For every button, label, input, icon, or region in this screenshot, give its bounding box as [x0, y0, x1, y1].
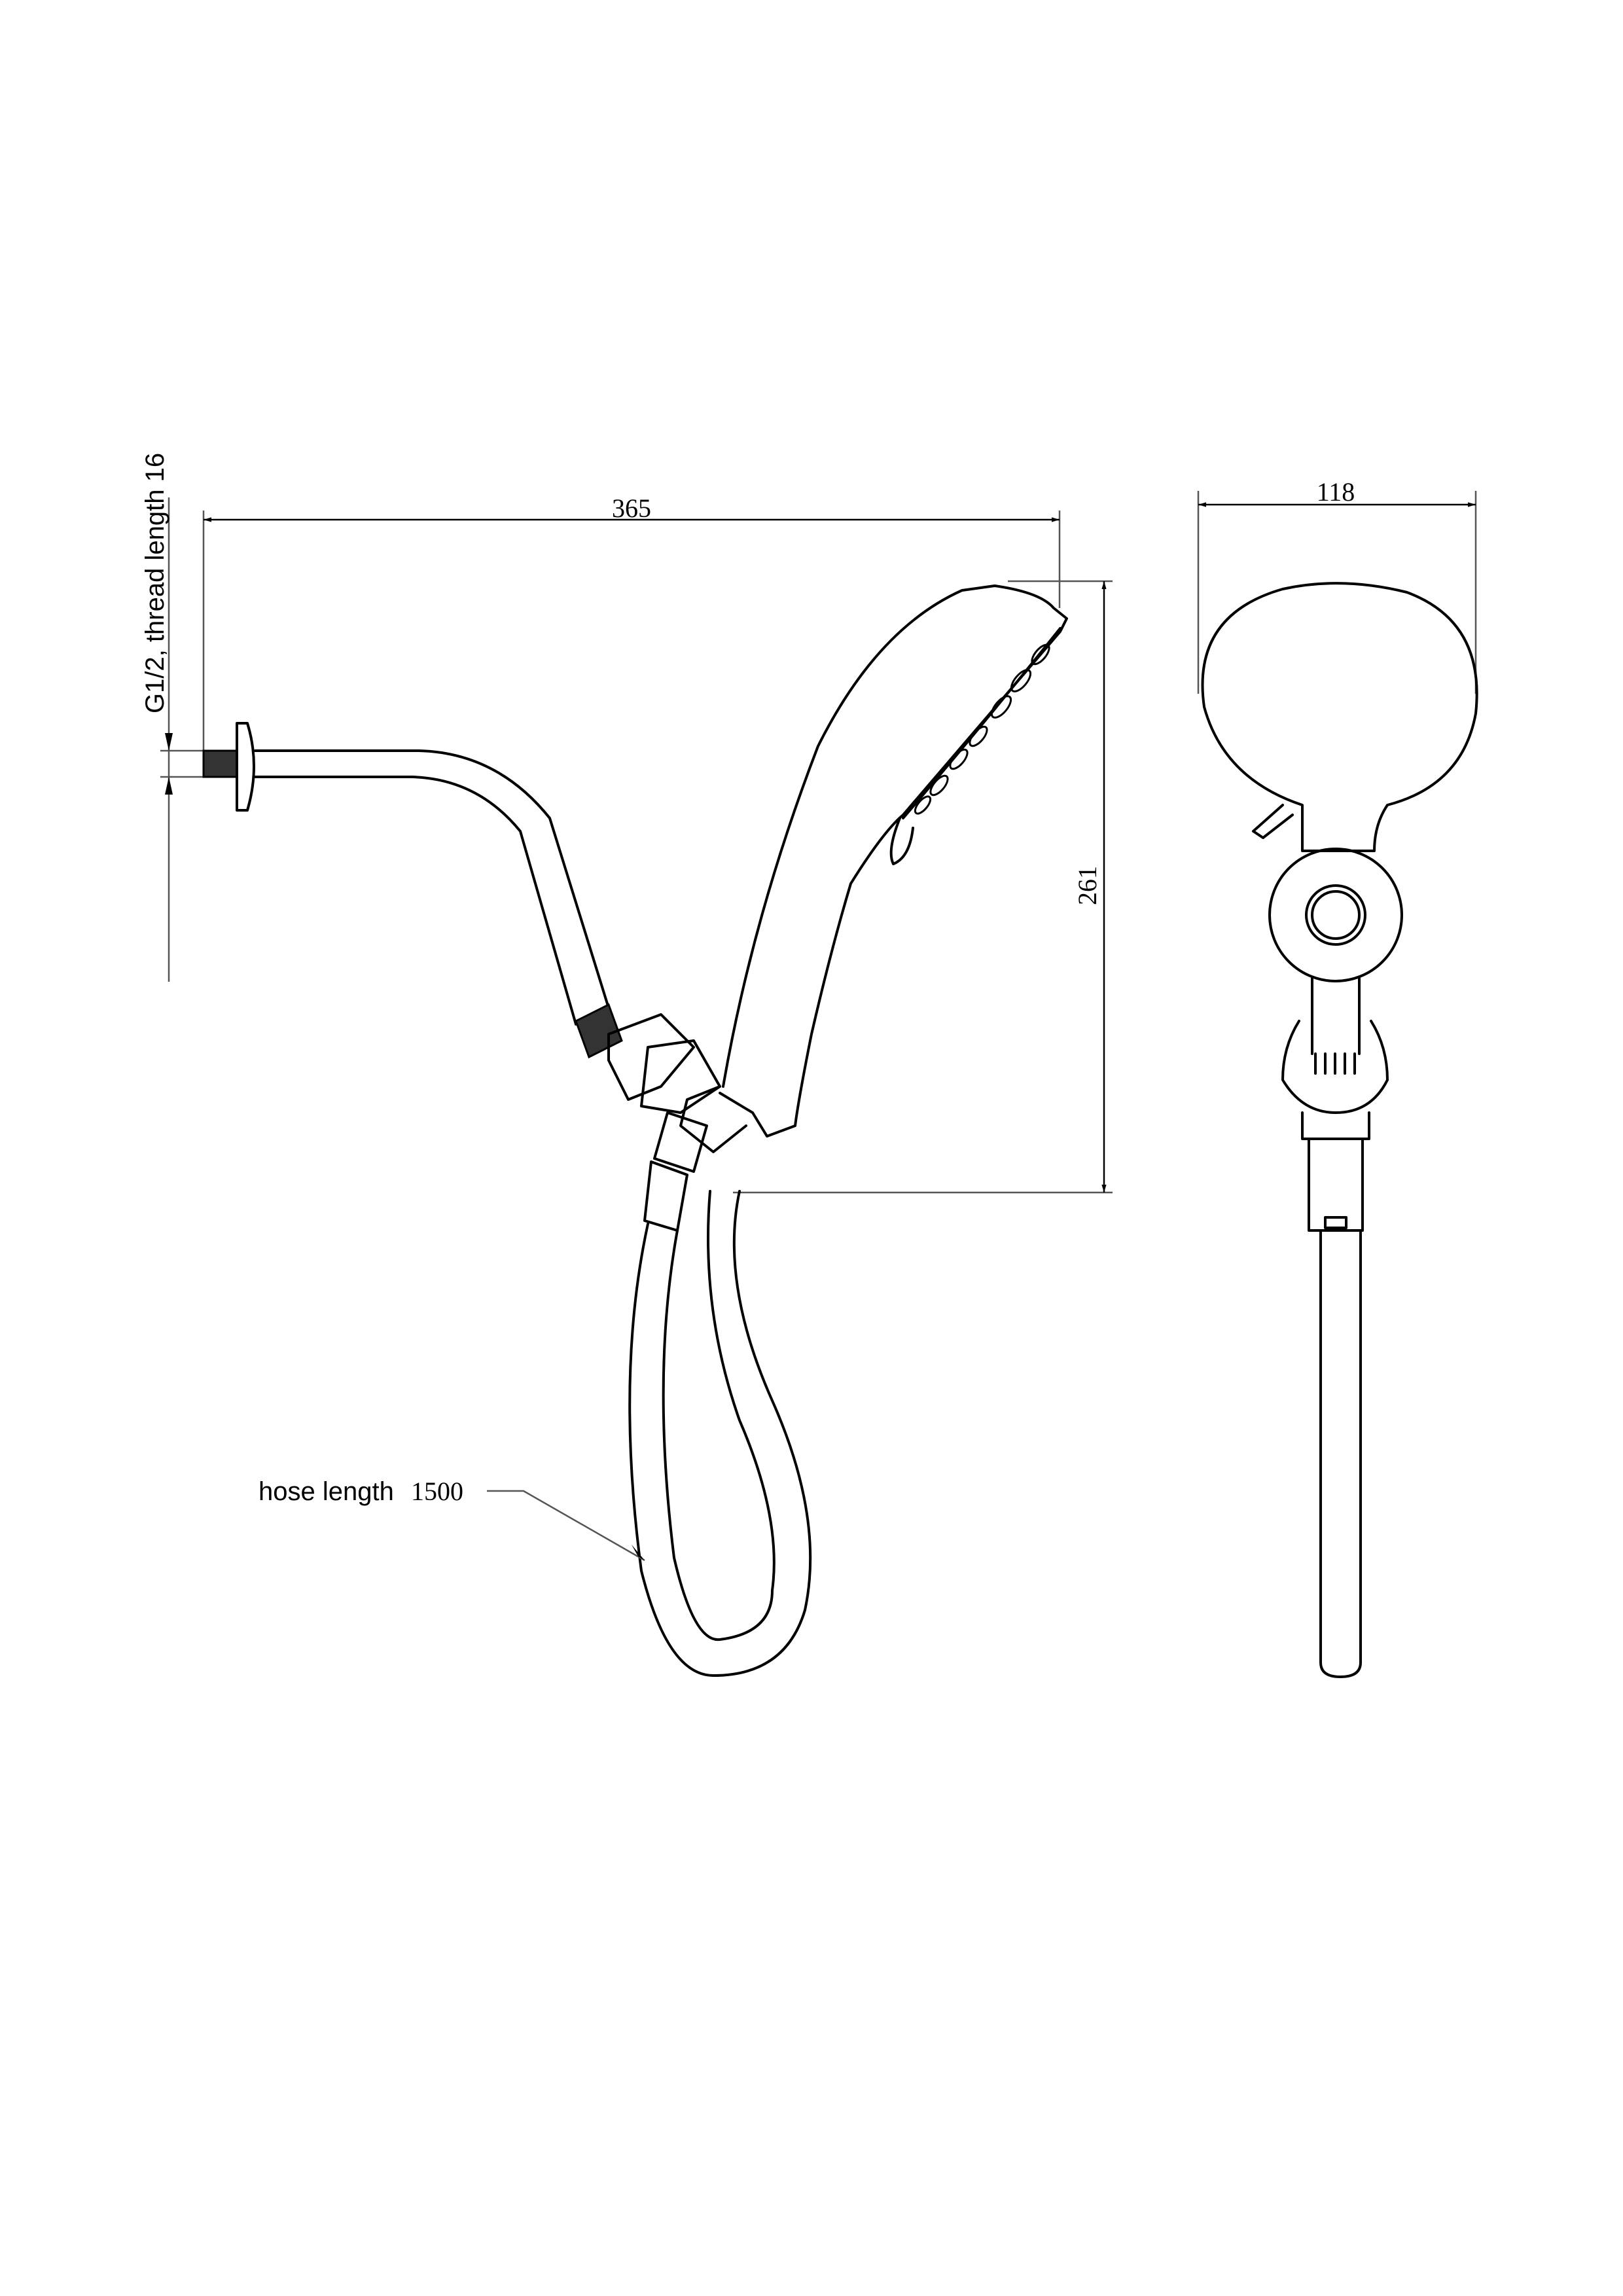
thread-note: G1/2, thread length 16	[141, 453, 169, 713]
wall-arm	[202, 722, 721, 1114]
hose-length-label: hose length	[259, 1477, 394, 1506]
dimension-261: 261	[733, 580, 1113, 1194]
front-view: 118	[1197, 477, 1478, 1678]
hose-length-callout: hose length 1500	[259, 1477, 645, 1562]
hose-front	[1319, 1229, 1362, 1678]
bracket-ring	[1268, 848, 1403, 982]
hose-side	[628, 1111, 812, 1677]
hand-shower-side	[679, 584, 1068, 1153]
spray-nozzles	[914, 643, 1050, 815]
height-dimension-label: 261	[1073, 866, 1102, 905]
front-width-dimension-label: 118	[1317, 477, 1355, 507]
thread-dimension: G1/2, thread length 16	[141, 453, 204, 982]
side-view: 365 G1/2, thread length 16	[141, 453, 1113, 1677]
width-dimension-label: 365	[612, 493, 651, 523]
dimension-365: 365	[202, 493, 1061, 751]
hose-length-value: 1500	[411, 1477, 463, 1506]
shower-head-front	[1201, 582, 1478, 852]
dimension-118: 118	[1197, 477, 1477, 694]
